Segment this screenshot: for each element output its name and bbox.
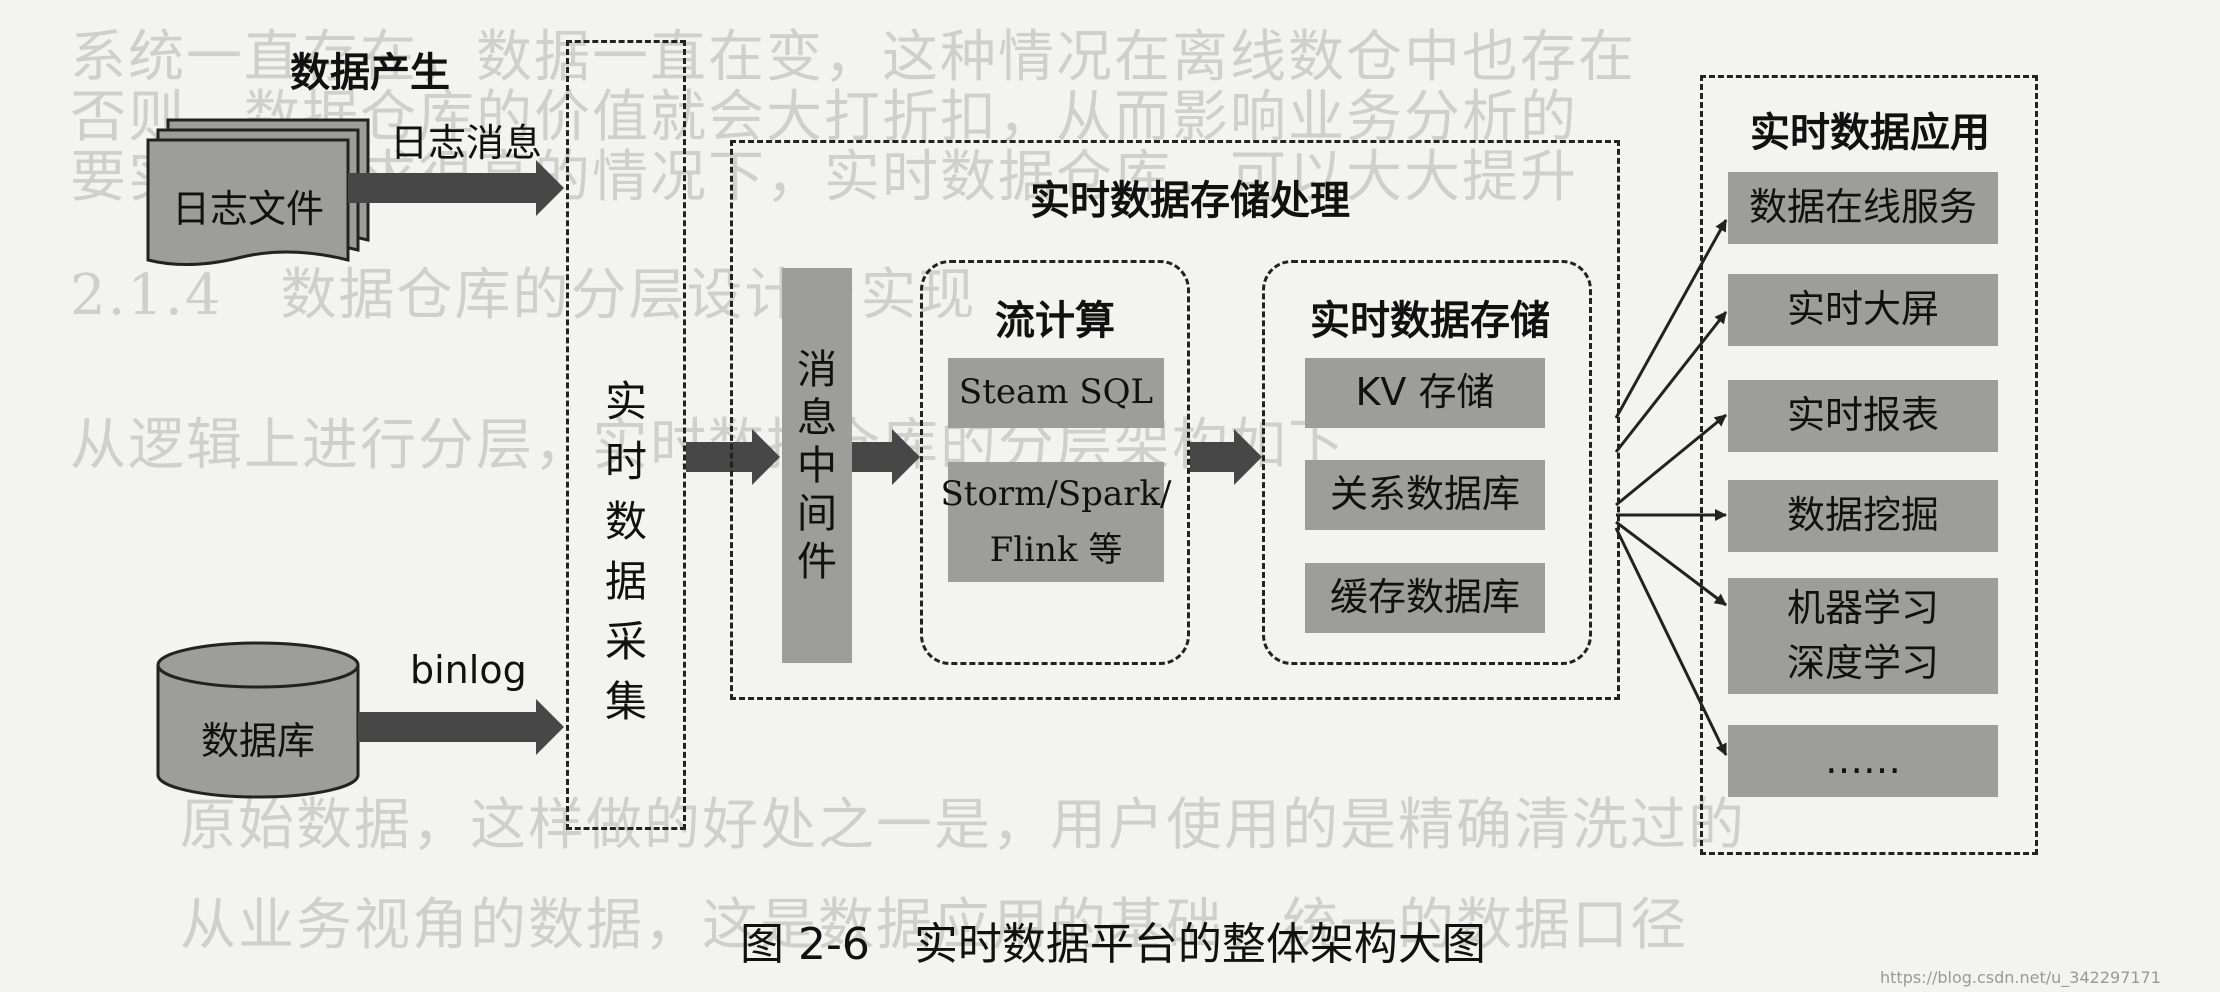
storage-item-relational: 关系数据库 <box>1305 460 1545 530</box>
storage-item-kv: KV 存储 <box>1305 358 1545 428</box>
applications-title: 实时数据应用 <box>1750 110 1990 156</box>
arrow-to-app-6 <box>1614 527 1728 756</box>
app-item-ml-dl: 机器学习 深度学习 <box>1728 578 1998 694</box>
bleed-through-text-6: 原始数据，这样做的好处之一是，用户使用的是精确清洗过的 <box>180 793 1746 858</box>
collection-container <box>566 40 686 830</box>
arrow-mq-to-stream <box>852 429 920 485</box>
figure-caption: 图 2-6 实时数据平台的整体架构大图 <box>740 919 1486 970</box>
realtime-storage-title: 实时数据存储 <box>1310 298 1550 344</box>
app-item-data-mining: 数据挖掘 <box>1728 480 1998 552</box>
binlog-label: binlog <box>410 648 527 692</box>
bleed-through-text-7: 从业务视角的数据，这是数据应用的基础，统一的数据口径 <box>180 893 1688 958</box>
bleed-through-text-1: 系统一直存在，数据一直在变，这种情况在离线数仓中也存在 <box>70 25 1636 90</box>
stream-item-storm-spark-flink: Storm/Spark/ Flink 等 <box>941 462 1172 582</box>
message-middleware-box: 消 息 中 间 件 <box>782 268 852 663</box>
database-label: 数据库 <box>200 719 315 763</box>
collection-label: 实 时 数 据 采 集 <box>586 372 666 732</box>
collection-char: 采 <box>604 617 647 666</box>
app-item-more: …… <box>1728 725 1998 797</box>
collection-char: 据 <box>604 557 647 606</box>
database-icon <box>156 641 360 799</box>
applications-container <box>1700 75 2038 855</box>
app-item-realtime-dashboard: 实时大屏 <box>1728 274 1998 346</box>
arrow-to-app-3 <box>1615 413 1727 507</box>
collection-char: 集 <box>604 677 647 726</box>
mq-char: 消 <box>797 346 837 393</box>
watermark: https://blog.csdn.net/u_342297171 <box>1880 968 2161 987</box>
processing-container <box>730 140 1620 700</box>
arrow-stream-to-storage <box>1190 429 1262 485</box>
mq-char: 中 <box>797 442 837 489</box>
mq-char: 息 <box>797 394 837 441</box>
collection-char: 时 <box>604 437 647 486</box>
processing-title: 实时数据存储处理 <box>1030 178 1350 224</box>
realtime-storage-container <box>1262 260 1592 665</box>
mq-char: 间 <box>797 490 837 537</box>
arrow-to-app-2 <box>1614 311 1728 453</box>
log-file-icon <box>146 118 370 266</box>
app-item-online-service: 数据在线服务 <box>1728 172 1998 244</box>
stream-computing-title: 流计算 <box>995 298 1115 344</box>
log-message-label: 日志消息 <box>390 121 543 165</box>
collection-char: 实 <box>604 377 647 426</box>
log-file-label: 日志文件 <box>171 187 324 231</box>
source-heading: 数据产生 <box>290 50 450 96</box>
arrow-db-to-collection <box>358 699 564 755</box>
arrow-collection-to-mq <box>686 429 780 485</box>
stream-item-steam-sql: Steam SQL <box>948 358 1164 428</box>
mq-char: 件 <box>797 538 837 585</box>
storage-item-cache: 缓存数据库 <box>1305 563 1545 633</box>
arrow-to-app-1 <box>1614 219 1728 419</box>
arrow-log-to-collection <box>348 160 564 216</box>
app-item-realtime-report: 实时报表 <box>1728 380 1998 452</box>
collection-char: 数 <box>604 497 647 546</box>
stream-computing-container <box>920 260 1190 665</box>
arrow-to-app-5 <box>1615 520 1727 607</box>
